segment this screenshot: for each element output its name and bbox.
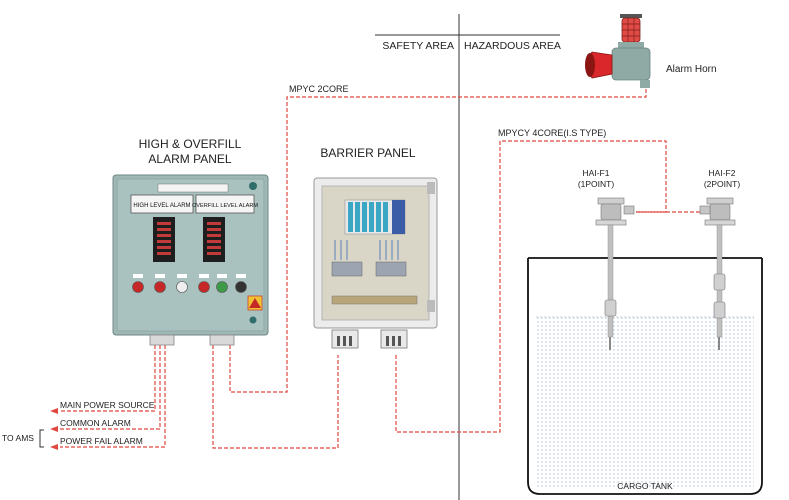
common-alarm-label: COMMON ALARM xyxy=(60,418,131,428)
cable-power-fail xyxy=(60,345,166,448)
cable-label-mpycy: MPYCY 4CORE(I.S TYPE) xyxy=(498,128,606,138)
alarm-horn xyxy=(585,14,651,88)
sensor-f2-name: HAI-F2 xyxy=(709,168,736,178)
sensor-f1-points: (1POINT) xyxy=(578,179,615,189)
tag-high-level: HIGH LEVEL ALARM xyxy=(133,203,190,209)
cargo-tank-label: CARGO TANK xyxy=(617,481,673,491)
sensor-f2-points: (2POINT) xyxy=(704,179,741,189)
safety-area-label: SAFETY AREA xyxy=(382,40,454,52)
alarm-panel: HIGH LEVEL ALARM OVERFILL LEVEL ALARM xyxy=(112,174,269,346)
alarm-panel-title-2: ALARM PANEL xyxy=(148,152,231,166)
power-fail-label: POWER FAIL ALARM xyxy=(60,436,143,446)
cable-main-power xyxy=(60,345,156,412)
cable-barrier-link xyxy=(212,345,339,449)
ams-bracket xyxy=(39,429,44,448)
cable-label-mpyc: MPYC 2CORE xyxy=(289,84,349,94)
tag-overfill-level: OVERFILL LEVEL ALARM xyxy=(192,203,258,209)
output-arrows xyxy=(50,408,58,450)
cargo-tank xyxy=(527,257,763,495)
alarm-panel-title-1: HIGH & OVERFILL xyxy=(139,137,242,151)
sensor-f1-name: HAI-F1 xyxy=(583,168,610,178)
sensor-hai-f2 xyxy=(699,197,736,350)
sensor-hai-f1 xyxy=(595,197,635,350)
barrier-panel-title: BARRIER PANEL xyxy=(320,146,415,160)
barrier-panel xyxy=(313,177,438,349)
cable-horn xyxy=(229,88,647,393)
to-ams-label: TO AMS xyxy=(2,433,34,443)
cable-common-alarm xyxy=(60,345,161,430)
main-power-label: MAIN POWER SOURCE xyxy=(60,400,155,410)
alarm-horn-label: Alarm Horn xyxy=(666,64,717,75)
hazardous-area-label: HAZARDOUS AREA xyxy=(464,40,561,52)
cable-routes xyxy=(60,88,700,449)
